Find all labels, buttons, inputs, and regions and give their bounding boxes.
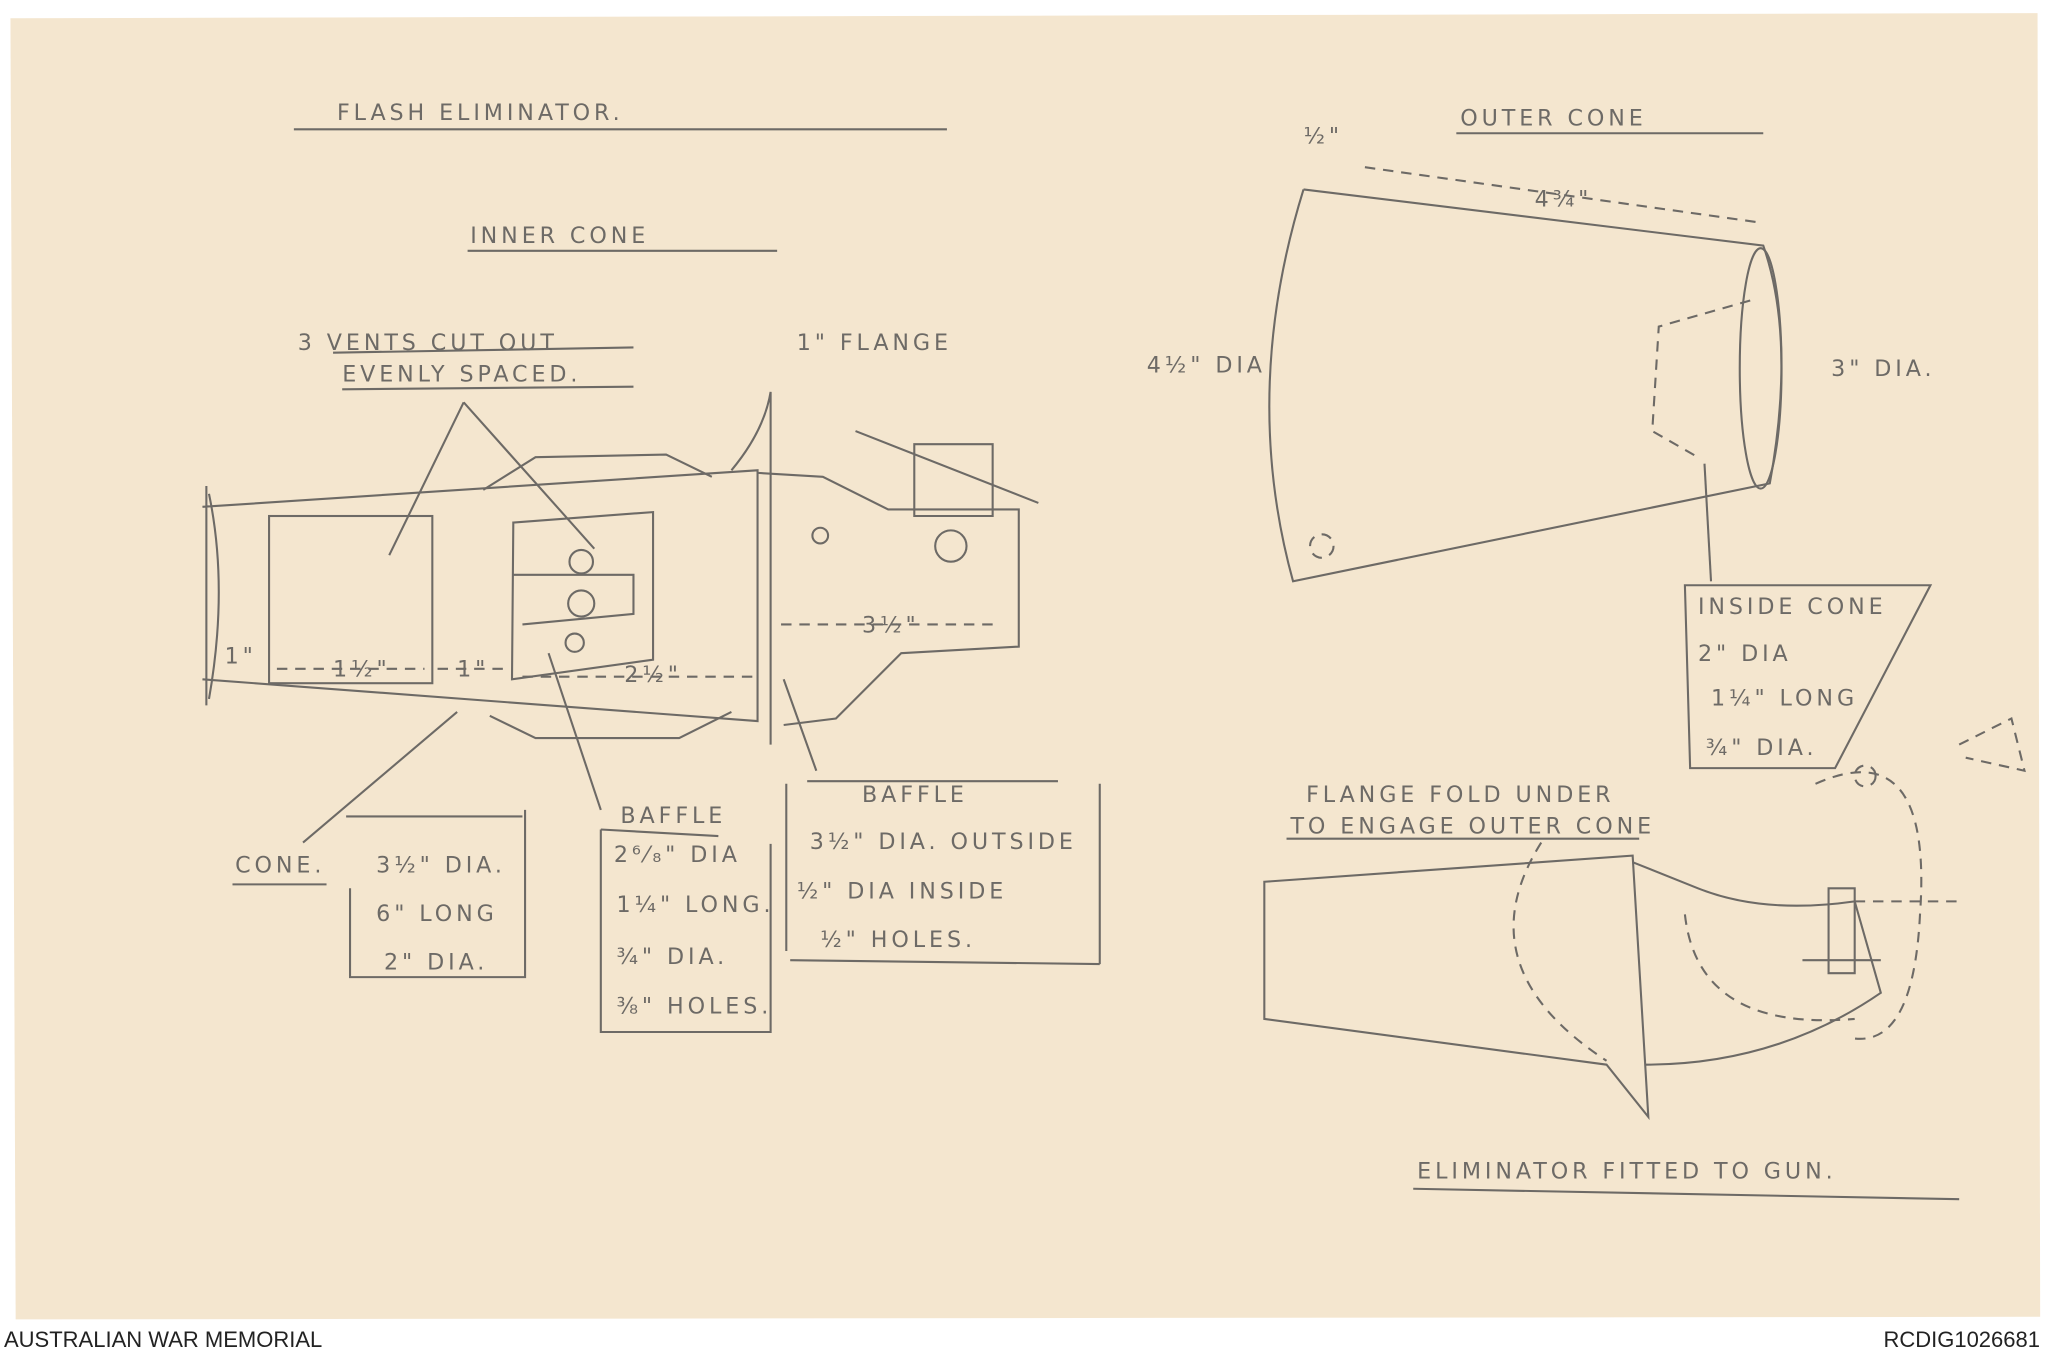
dim-1in-b: 1" bbox=[457, 657, 489, 683]
outer-cone-heading: OUTER CONE bbox=[1460, 105, 1647, 131]
fitted-caption: ELIMINATOR FITTED TO GUN. bbox=[1417, 1158, 1836, 1184]
inner-cone-diagram: 3 VENTS CUT OUT EVENLY SPACED. 1" FLANGE… bbox=[202, 330, 1101, 1034]
footer-bar: AUSTRALIAN WAR MEMORIAL RCDIG1026681 bbox=[0, 1322, 2048, 1356]
outer-cone-diagram: OUTER CONE ½" 4¾" 4½" DIA 3" DIA. INSIDE… bbox=[1147, 105, 1935, 770]
baffle1-line: 1¼" LONG. bbox=[616, 892, 774, 918]
baffle1-heading: BAFFLE bbox=[620, 803, 726, 829]
page-title: FLASH ELIMINATOR. bbox=[337, 100, 624, 126]
flange-label: 1" FLANGE bbox=[797, 330, 952, 356]
baffle1-line: ⅜" HOLES. bbox=[616, 994, 772, 1020]
inside-cone-line: 1¼" LONG bbox=[1711, 685, 1858, 711]
cone-spec-long: 6" LONG bbox=[376, 901, 498, 927]
dim-4-75in: 4¾" bbox=[1535, 186, 1593, 212]
inside-cone-line: 2" DIA bbox=[1698, 641, 1792, 667]
cone-label: CONE. bbox=[235, 853, 325, 879]
baffle2-line: ½" HOLES. bbox=[820, 927, 976, 953]
dim-2-5in: 2½" bbox=[624, 662, 682, 688]
paper bbox=[10, 13, 2041, 1320]
cone-spec-dia: 3½" DIA. bbox=[376, 853, 506, 879]
cone-spec-dia2: 2" DIA. bbox=[384, 949, 488, 975]
vents-note-line2: EVENLY SPACED. bbox=[342, 361, 581, 387]
inside-cone-line: INSIDE CONE bbox=[1698, 594, 1887, 620]
dim-1in: 1" bbox=[225, 644, 257, 670]
baffle2-line: 3½" DIA. OUTSIDE bbox=[810, 829, 1077, 855]
inner-cone-heading: INNER CONE bbox=[470, 223, 649, 249]
drawing-sheet: FLASH ELIMINATOR. INNER CONE 3 VENTS CUT… bbox=[10, 13, 2041, 1320]
footer-image-id: RCDIG1026681 bbox=[1883, 1327, 2040, 1352]
footer-institution: AUSTRALIAN WAR MEMORIAL bbox=[4, 1327, 323, 1352]
baffle1-line: 2⁶⁄₈" DIA bbox=[614, 842, 741, 868]
dim-4-5in-dia: 4½" DIA bbox=[1147, 352, 1266, 378]
flange-fold-note: TO ENGAGE OUTER CONE bbox=[1289, 813, 1655, 839]
flange-fold-note: FLANGE FOLD UNDER bbox=[1306, 782, 1614, 808]
baffle2-heading: BAFFLE bbox=[862, 782, 968, 808]
dim-1-5in: 1½" bbox=[333, 657, 391, 683]
dim-half-in: ½" bbox=[1304, 124, 1344, 150]
inside-cone-line: ¾" DIA. bbox=[1706, 735, 1818, 761]
title-block: FLASH ELIMINATOR. INNER CONE bbox=[293, 100, 947, 252]
baffle1-line: ¾" DIA. bbox=[616, 944, 728, 970]
fitted-diagram: FLANGE FOLD UNDER TO ENGAGE OUTER CONE E… bbox=[1263, 716, 2026, 1201]
dim-3-5in: 3½" bbox=[862, 612, 920, 638]
dim-3in-dia: 3" DIA. bbox=[1831, 356, 1935, 382]
baffle2-line: ½" DIA INSIDE bbox=[797, 879, 1007, 905]
